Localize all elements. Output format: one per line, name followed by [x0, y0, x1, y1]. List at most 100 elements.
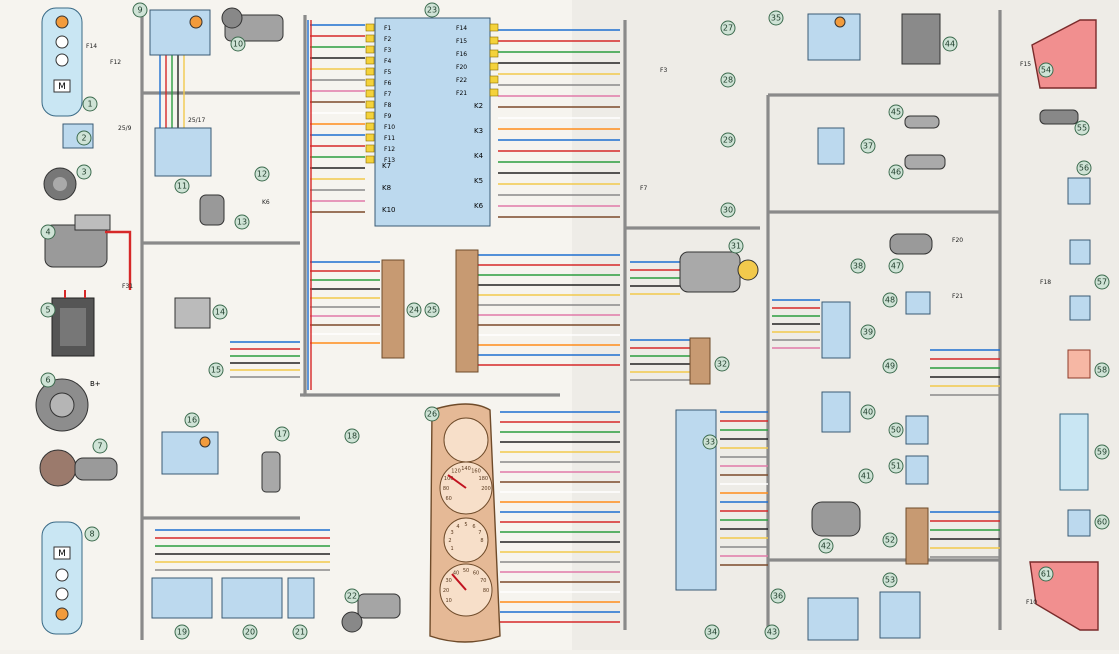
svg-text:44: 44 [945, 40, 955, 49]
svg-text:25: 25 [427, 306, 437, 315]
fuse-connector [365, 155, 375, 164]
gauge-tick: 10 [446, 598, 452, 604]
component-number: 58 [1094, 362, 1110, 378]
fuse-connector [365, 89, 375, 98]
label-f21: F21 [952, 293, 963, 300]
component-number: 18 [344, 428, 360, 444]
component-number: 10 [230, 36, 246, 52]
svg-text:6: 6 [45, 376, 50, 385]
gauge-tick: 50 [463, 568, 469, 574]
motor-10 [221, 7, 284, 42]
gauge-tick: 60 [473, 571, 479, 577]
component-number: 57 [1094, 274, 1110, 290]
component-number: 24 [406, 302, 422, 318]
fuse-label: F6 [384, 80, 391, 87]
connector-25 [455, 249, 479, 373]
svg-text:31: 31 [731, 242, 741, 251]
component-number: 4 [40, 224, 56, 240]
relay-43 [807, 597, 859, 641]
actuator-55 [1039, 109, 1079, 125]
svg-text:5: 5 [45, 306, 50, 315]
fuse-label: F7 [384, 91, 391, 98]
svg-text:19: 19 [177, 628, 187, 637]
component-number: 11 [174, 178, 190, 194]
fuse-connector [489, 23, 499, 32]
svg-text:60: 60 [1097, 518, 1107, 527]
gauge-tick: 1 [451, 546, 454, 552]
fuse-connector [365, 122, 375, 131]
alternator: B+ [35, 378, 101, 432]
component-number: 21 [292, 624, 308, 640]
gauge-tick: 200 [481, 486, 491, 492]
component-number: 31 [728, 238, 744, 254]
relay-label: K6 [474, 202, 484, 210]
relay-label: K5 [474, 177, 483, 185]
svg-text:11: 11 [177, 182, 187, 191]
gauge-tick: 8 [480, 538, 483, 544]
component-number: 39 [860, 324, 876, 340]
connector-32 [689, 337, 711, 385]
label-f7: F7 [640, 185, 647, 192]
component-number: 30 [720, 202, 736, 218]
fuse-connector [365, 144, 375, 153]
component-number: 37 [860, 138, 876, 154]
gauge-tick: 70 [480, 578, 486, 584]
component-number: 15 [208, 362, 224, 378]
component-number: 5 [40, 302, 56, 318]
fuse-label: F22 [456, 77, 467, 84]
fuse-connector [365, 78, 375, 87]
label-f18: F18 [1040, 279, 1051, 286]
svg-text:57: 57 [1097, 278, 1107, 287]
fuse-label: F5 [384, 69, 391, 76]
horn [43, 167, 77, 201]
ground-bus [140, 10, 1002, 640]
pump-47 [889, 233, 933, 255]
battery [51, 290, 95, 357]
component-number: 3 [76, 164, 92, 180]
switch-53 [879, 591, 921, 639]
fuse-connector [365, 67, 375, 76]
svg-text:51: 51 [891, 462, 901, 471]
fuse-label: F2 [384, 36, 391, 43]
relay-label: K10 [382, 206, 396, 214]
svg-text:15: 15 [211, 366, 221, 375]
component-number: 43 [764, 624, 780, 640]
svg-text:45: 45 [891, 108, 901, 117]
fuse-connector [365, 111, 375, 120]
label-f3: F3 [660, 67, 667, 74]
svg-text:32: 32 [717, 360, 727, 369]
component-number: 59 [1094, 444, 1110, 460]
svg-text:41: 41 [861, 472, 871, 481]
gauge-tick: 6 [472, 524, 475, 530]
component-number: 40 [860, 404, 876, 420]
fuse-connector [489, 62, 499, 71]
fuse-connector [365, 100, 375, 109]
component-number: 23 [424, 2, 440, 18]
sensor-14 [174, 297, 211, 329]
gauge-tick: 5 [464, 522, 467, 528]
motor-22 [341, 593, 401, 633]
component-number: 56 [1076, 160, 1092, 176]
svg-text:1: 1 [87, 100, 92, 109]
fuse-label: F13 [384, 157, 395, 164]
svg-text:7: 7 [97, 442, 102, 451]
gauge-tick: 80 [443, 486, 449, 492]
connector-24 [381, 259, 405, 359]
component-number: 54 [1038, 62, 1054, 78]
motor-label: M [58, 82, 66, 92]
label-f10: F10 [1026, 599, 1037, 606]
gauge-tick: 120 [451, 469, 461, 475]
component-number: 7 [92, 438, 108, 454]
fuse-connector [365, 23, 375, 32]
component-number: 22 [344, 588, 360, 604]
component-number: 32 [714, 356, 730, 372]
svg-text:46: 46 [891, 168, 901, 177]
washer-pump-13 [199, 194, 225, 226]
svg-text:33: 33 [705, 438, 715, 447]
svg-text:14: 14 [215, 308, 225, 317]
svg-text:47: 47 [891, 262, 901, 271]
svg-text:56: 56 [1079, 164, 1089, 173]
